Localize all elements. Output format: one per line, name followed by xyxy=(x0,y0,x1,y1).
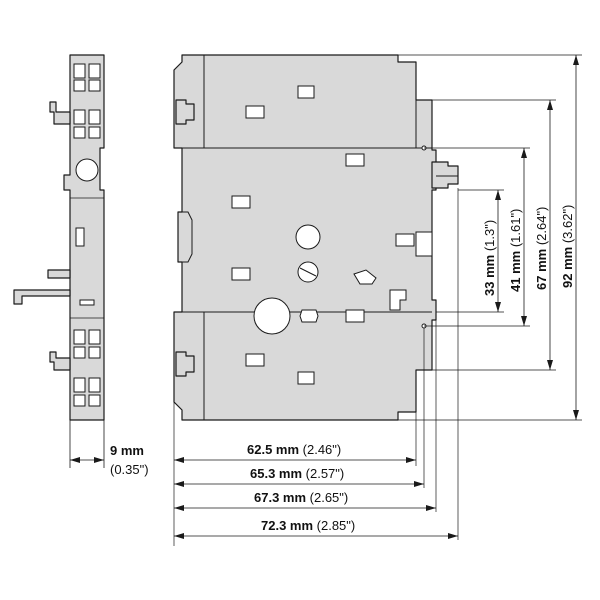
width-extension-lines xyxy=(173,188,459,546)
label-41mm: 41 mm (1.61") xyxy=(508,209,523,292)
dim-height-67mm xyxy=(547,100,553,370)
dim-width-65-3mm xyxy=(174,481,424,487)
label-33mm: 33 mm (1.3") xyxy=(482,220,497,296)
label-65-3mm: 65.3 mm (2.57") xyxy=(250,466,344,481)
dim-height-41mm xyxy=(521,148,527,326)
dim-width-67-3mm xyxy=(174,505,436,511)
dim-height-92mm xyxy=(573,55,579,420)
front-view xyxy=(173,54,459,421)
dim-width-62-5mm xyxy=(174,457,416,463)
dim-width-9mm xyxy=(69,420,105,468)
label-72-3mm: 72.3 mm (2.85") xyxy=(261,518,355,533)
label-9mm: 9 mm xyxy=(110,443,144,458)
label-9mm-imperial: (0.35") xyxy=(110,462,149,477)
label-92mm: 92 mm (3.62") xyxy=(560,205,575,288)
side-view xyxy=(13,54,105,421)
dim-width-72-3mm xyxy=(174,533,458,539)
label-67mm: 67 mm (2.64") xyxy=(534,207,549,290)
label-67-3mm: 67.3 mm (2.65") xyxy=(254,490,348,505)
dim-height-33mm xyxy=(495,190,501,312)
height-extension-lines xyxy=(398,54,582,421)
label-62-5mm: 62.5 mm (2.46") xyxy=(247,442,341,457)
